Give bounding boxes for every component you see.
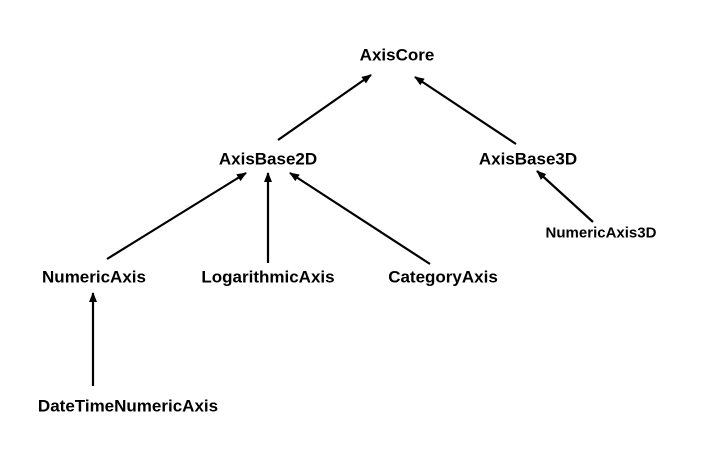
node-numeric-axis-3d: NumericAxis3D — [545, 224, 657, 242]
edge-axisbase3d-to-axiscore — [414, 76, 517, 145]
node-numeric-axis: NumericAxis — [42, 267, 146, 287]
edge-numericaxis3d-to-axisbase3d — [536, 170, 594, 223]
node-datetime-numeric-axis: DateTimeNumericAxis — [37, 396, 219, 416]
node-axis-base-3d: AxisBase3D — [478, 149, 578, 169]
node-axis-core: AxisCore — [359, 45, 435, 65]
node-axis-base-2d: AxisBase2D — [218, 149, 318, 169]
edge-categoryaxis-to-axisbase2d — [289, 172, 431, 265]
edge-axisbase2d-to-axiscore — [277, 74, 372, 141]
node-category-axis: CategoryAxis — [388, 267, 498, 287]
node-logarithmic-axis: LogarithmicAxis — [201, 267, 335, 287]
edge-numericaxis-to-axisbase2d — [106, 172, 247, 260]
